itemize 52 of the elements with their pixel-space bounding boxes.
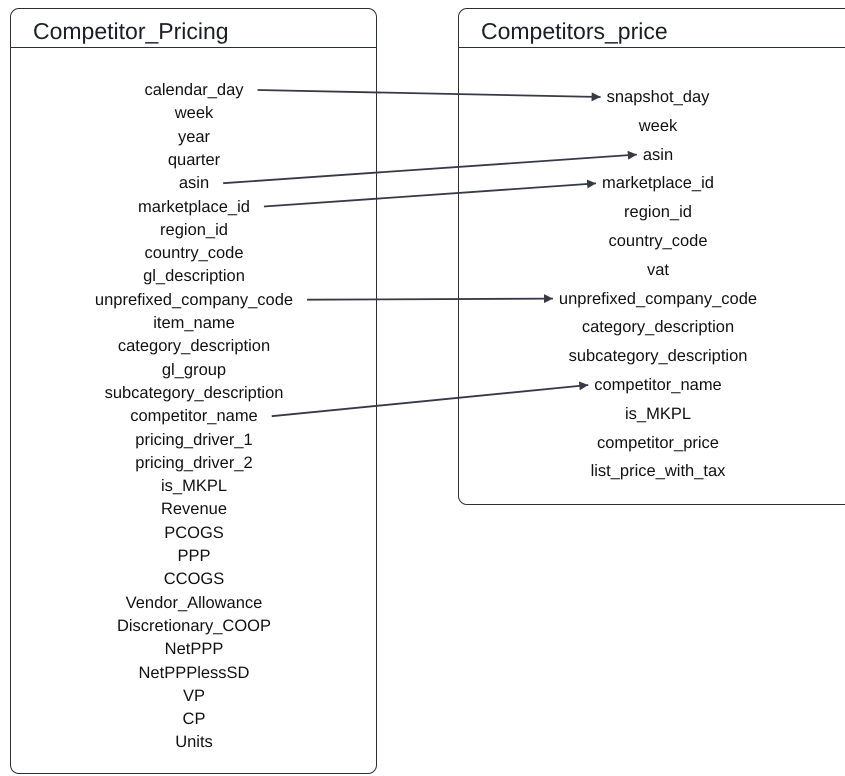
table-title: Competitors_price <box>481 18 668 45</box>
field-name: subcategory_description <box>568 346 748 366</box>
field-name: CP <box>182 709 206 730</box>
arrow <box>223 150 637 184</box>
field-name: CCOGS <box>164 569 224 590</box>
field-name: vat <box>647 260 669 280</box>
field-name: country_code <box>144 243 244 264</box>
field-name: region_id <box>624 202 692 222</box>
table-box <box>10 8 377 774</box>
arrow <box>307 294 553 304</box>
field-name: competitor_name <box>130 406 258 426</box>
field-name: Discretionary_COOP <box>116 616 272 636</box>
field-name: category_description <box>582 317 734 338</box>
field-name: category_description <box>118 336 270 356</box>
field-name: PPP <box>177 546 211 566</box>
field-name: country_code <box>608 231 708 251</box>
field-name: asin <box>642 144 674 165</box>
field-name: marketplace_id <box>602 173 714 194</box>
field-name: gl_group <box>162 360 226 380</box>
field-name: Units <box>175 732 213 752</box>
table-title: Competitor_Pricing <box>33 18 229 45</box>
field-name: marketplace_id <box>138 196 250 216</box>
field-name: list_price_with_tax <box>590 461 726 482</box>
field-name: quarter <box>168 150 220 170</box>
field-name: PCOGS <box>164 522 224 543</box>
field-name: Vendor_Allowance <box>126 592 262 613</box>
field-name: asin <box>178 173 210 194</box>
field-name: VP <box>183 686 205 706</box>
field-name: snapshot_day <box>606 87 710 107</box>
field-name: is_MKPL <box>624 404 692 424</box>
field-name: gl_description <box>143 266 245 286</box>
field-name: year <box>178 126 210 147</box>
field-name: NetPPP <box>164 639 224 660</box>
field-name: pricing_driver_1 <box>135 430 253 450</box>
field-name: item_name <box>153 313 235 333</box>
field-name: is_MKPL <box>160 476 228 496</box>
field-name: pricing_driver_2 <box>135 452 253 473</box>
field-name: unprefixed_company_code <box>94 290 294 310</box>
field-name: calendar_day <box>144 80 244 100</box>
field-name: region_id <box>160 220 228 240</box>
field-name: Revenue <box>160 499 228 520</box>
arrow <box>264 180 596 208</box>
table-box <box>458 8 845 505</box>
field-name: competitor_name <box>594 375 722 395</box>
field-name: unprefixed_company_code <box>558 288 758 309</box>
arrow <box>272 381 588 418</box>
field-name: week <box>174 103 214 124</box>
field-name: week <box>638 116 678 136</box>
field-name: subcategory_description <box>104 382 284 403</box>
arrow <box>258 89 601 102</box>
field-name: competitor_price <box>597 432 719 453</box>
field-name: NetPPPlessSD <box>138 662 250 682</box>
